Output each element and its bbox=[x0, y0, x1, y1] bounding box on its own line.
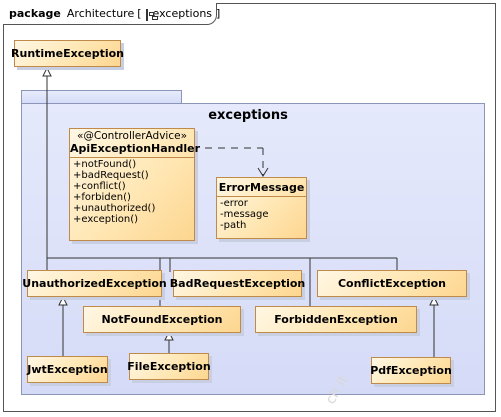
class-name: JwtException bbox=[27, 363, 108, 376]
generalization-arrow bbox=[429, 295, 439, 306]
class-unauthorized-exception[interactable]: UnauthorizedException bbox=[22, 270, 167, 297]
class-name: UnauthorizedException bbox=[22, 277, 167, 290]
class-name: PdfException bbox=[370, 364, 452, 377]
class-name: BadRequestException bbox=[169, 277, 306, 290]
class-name: NotFoundException bbox=[101, 313, 223, 326]
class-jwt-exception[interactable]: JwtException bbox=[27, 356, 108, 383]
class-forbidden-exception[interactable]: ForbiddenException bbox=[255, 306, 417, 333]
frame-header: package Architecture [ exceptions ] bbox=[3, 3, 220, 25]
generalization-arrow bbox=[164, 330, 174, 341]
class-name: ErrorMessage bbox=[218, 181, 305, 194]
class-name: ConflictException bbox=[337, 277, 447, 290]
class-conflict-exception[interactable]: ConflictException bbox=[317, 270, 467, 297]
class-name: ForbiddenException bbox=[274, 313, 398, 326]
class-stereotype: «@ControllerAdvice» bbox=[76, 130, 188, 142]
method: +notFound() bbox=[73, 159, 137, 170]
package-title: exceptions bbox=[208, 108, 288, 123]
class-pdf-exception[interactable]: PdfException bbox=[370, 357, 452, 384]
class-api-exception-handler[interactable]: «@ControllerAdvice» ApiExceptionHandler … bbox=[69, 128, 201, 241]
generalization-arrow bbox=[42, 66, 52, 77]
class-name: FileException bbox=[127, 360, 211, 373]
attribute: -path bbox=[220, 220, 247, 231]
frame-keyword: package bbox=[9, 7, 61, 20]
method: +unauthorized() bbox=[73, 203, 156, 214]
class-bad-request-exception[interactable]: BadRequestException bbox=[169, 270, 306, 297]
class-name: RuntimeException bbox=[11, 47, 124, 60]
class-error-message[interactable]: ErrorMessage -error -message -path bbox=[216, 177, 307, 239]
class-not-found-exception[interactable]: NotFoundException bbox=[83, 306, 241, 333]
class-diagram-icon bbox=[145, 8, 158, 21]
generalization-arrow bbox=[58, 295, 68, 306]
method: +badRequest() bbox=[73, 170, 149, 181]
method: +conflict() bbox=[73, 181, 126, 192]
attribute: -message bbox=[220, 209, 269, 220]
class-name: ApiExceptionHandler bbox=[70, 142, 201, 155]
attribute: -error bbox=[220, 198, 248, 209]
class-file-exception[interactable]: FileException bbox=[127, 353, 211, 380]
method: +forbiden() bbox=[73, 192, 131, 203]
class-runtime-exception[interactable]: RuntimeException bbox=[11, 40, 124, 67]
frame-name: Architecture bbox=[66, 7, 135, 20]
frame-diagram-name: exceptions bbox=[152, 7, 213, 20]
method: +exception() bbox=[73, 214, 139, 225]
